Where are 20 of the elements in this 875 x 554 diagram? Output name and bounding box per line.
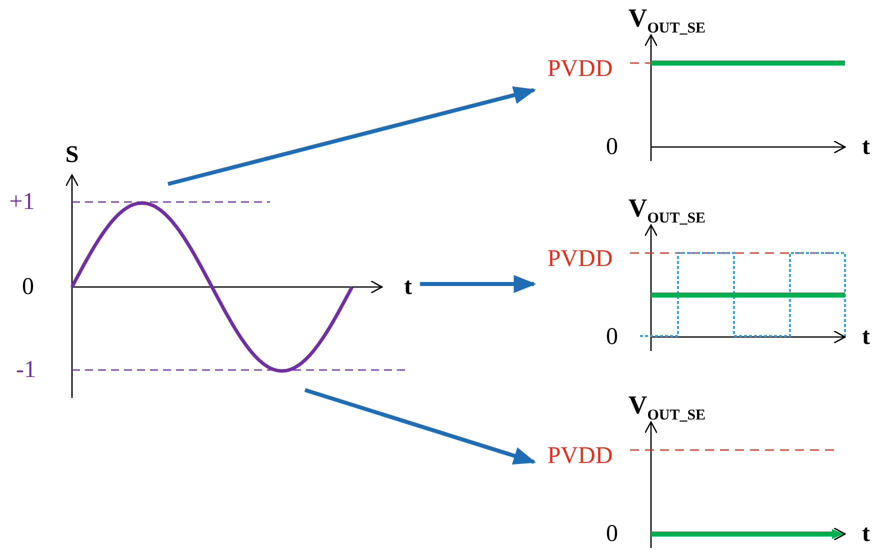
axis-tick-label: 0: [606, 135, 618, 159]
axis-tick-label: 0: [606, 522, 618, 546]
level-label: PVDD: [547, 247, 613, 271]
axis-tick-label: 0: [22, 275, 34, 299]
axis-title: V$_{OUT_SE}$: [628, 392, 706, 424]
axis-title: V$_{OUT_SE}$: [628, 195, 706, 227]
level-label: PVDD: [547, 57, 613, 81]
axis-tick-label: +1: [9, 190, 35, 214]
axis-label: t: [862, 522, 870, 546]
axis-label: t: [862, 325, 870, 349]
axis-label: S: [65, 143, 79, 167]
arrow: [304, 388, 536, 464]
axis-label: t: [862, 135, 870, 159]
axis-tick-label: -1: [16, 358, 36, 382]
level-label: PVDD: [547, 444, 613, 468]
arrow: [420, 275, 536, 293]
axis-label: t: [404, 275, 412, 299]
arrow: [168, 86, 536, 186]
axis-title: V$_{OUT_SE}$: [628, 5, 706, 37]
axis-tick-label: 0: [606, 325, 618, 349]
